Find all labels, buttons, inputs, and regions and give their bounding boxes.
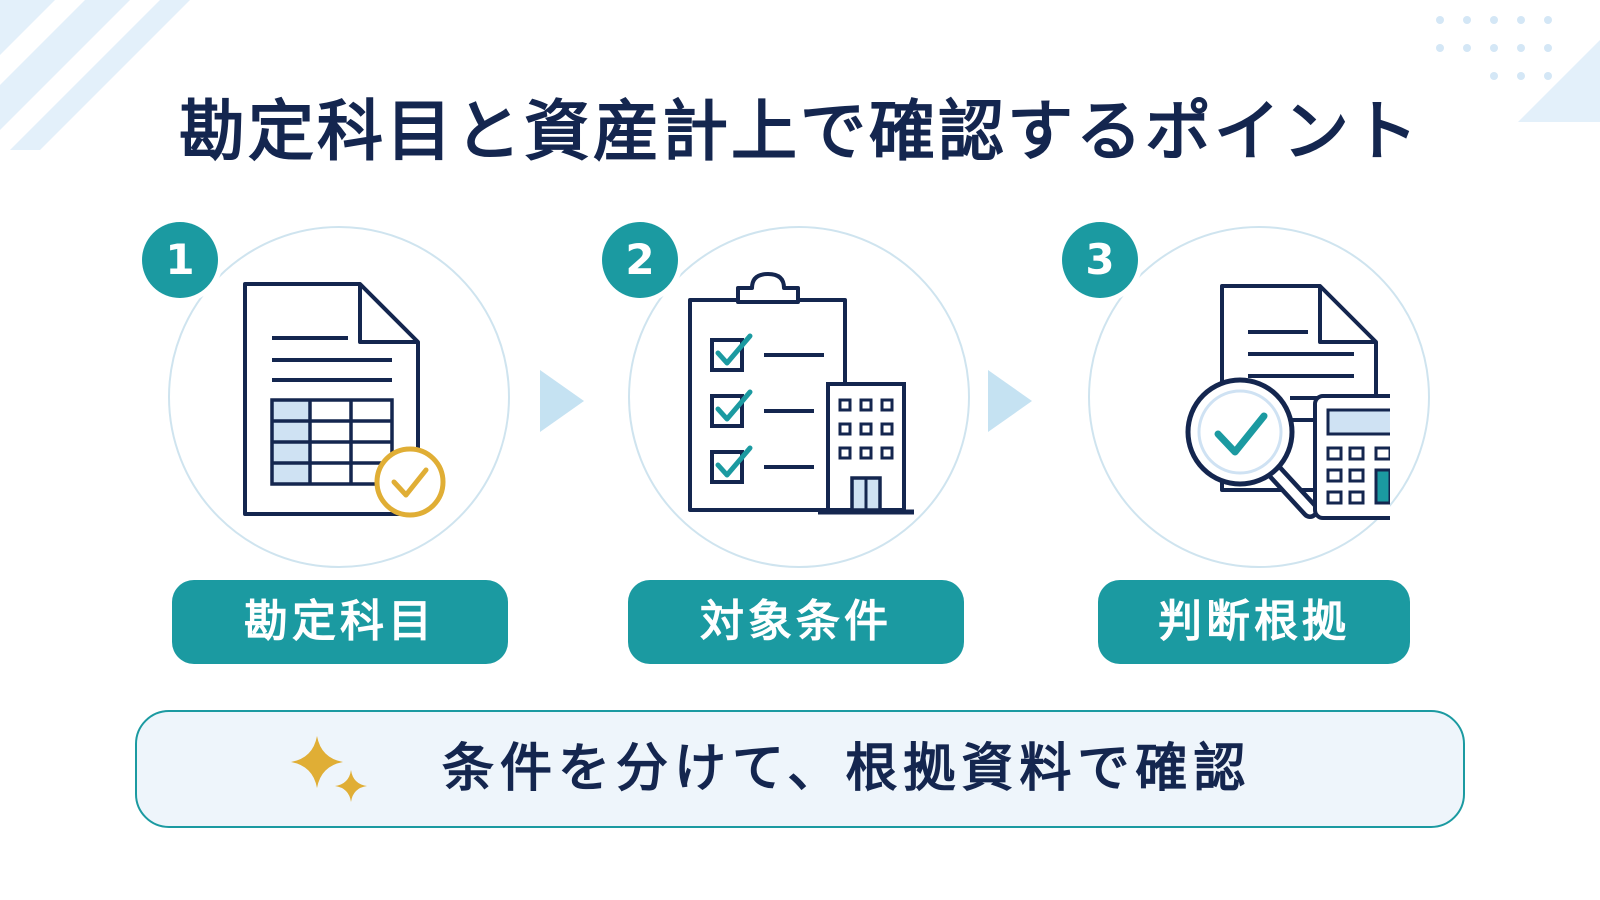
step-number-badge: 2 [602,222,678,298]
step-label: 判断根拠 [1098,580,1410,664]
decorative-triangle [1518,40,1600,122]
page-title: 勘定科目と資産計上で確認するポイント [179,93,1421,170]
clipboard-checklist-building-icon [688,272,914,515]
decorative-dots [1436,16,1552,80]
step-label: 勘定科目 [172,580,508,664]
step-3: 3 判断根拠 [1062,222,1440,664]
step-2: 2 対象条件 [602,222,980,664]
arrow-right-icon [988,370,1032,432]
step-1: 1 勘定科目 [142,222,520,664]
step-number-badge: 3 [1062,222,1138,298]
decorative-stripes [0,0,190,150]
step-number-badge: 1 [142,222,218,298]
document-magnifier-calculator-icon [1185,284,1390,520]
step-label: 対象条件 [628,580,964,664]
spreadsheet-document-check-icon [243,282,446,518]
summary-text: 条件を分けて、根拠資料で確認 [442,739,1252,799]
sparkle-icon [291,736,367,802]
summary-box: 条件を分けて、根拠資料で確認 [135,710,1465,828]
arrow-right-icon [540,370,584,432]
